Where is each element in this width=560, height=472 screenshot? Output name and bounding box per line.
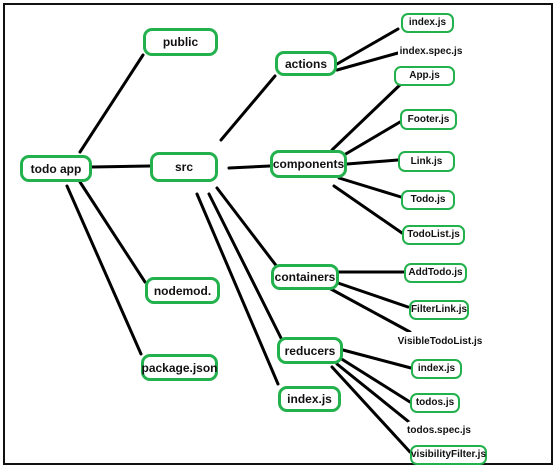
- node-visibilityfilter-js: visibilityFilter.js: [410, 445, 487, 465]
- edge-src-reducers: [207, 192, 284, 342]
- edge-components-todolist: [332, 184, 404, 235]
- node-addtodo-js: AddTodo.js: [404, 263, 467, 283]
- edge-components-footer: [342, 120, 402, 157]
- node-link-js: Link.js: [398, 151, 455, 172]
- node-actions-index-spec-js: index.spec.js: [398, 42, 464, 62]
- node-actions-index-js: index.js: [401, 13, 454, 33]
- node-components: components: [270, 150, 347, 178]
- edge-containers-filterlink: [333, 280, 410, 309]
- edge-todo-app-nodemod: [78, 180, 147, 284]
- node-todos-js: todos.js: [410, 393, 460, 413]
- edge-reducers-index: [341, 348, 413, 370]
- edge-actions-index: [335, 27, 400, 66]
- node-actions: actions: [275, 51, 337, 76]
- edge-reducers-visibilityfilter: [330, 365, 412, 454]
- node-todos-spec-js: todos.spec.js: [405, 421, 473, 441]
- edge-src-index: [195, 192, 280, 386]
- edge-reducers-todos: [338, 356, 412, 404]
- edge-actions-index-spec: [335, 51, 400, 72]
- node-footer-js: Footer.js: [400, 109, 457, 130]
- edge-reducers-todos-spec: [335, 362, 416, 428]
- edge-containers-visibletodolist: [327, 286, 412, 334]
- edge-todo-app-package: [65, 184, 143, 356]
- node-nodemod: nodemod.: [145, 277, 220, 304]
- edge-components-app: [330, 80, 405, 152]
- edge-components-todo: [337, 176, 403, 199]
- node-todo-app: todo app: [20, 155, 92, 182]
- edge-todo-app-public: [78, 53, 145, 154]
- edge-src-actions: [219, 74, 277, 142]
- node-public: public: [143, 28, 218, 56]
- node-src-index-js: index.js: [278, 386, 341, 412]
- node-package-json: package.json: [141, 354, 218, 381]
- node-todo-js: Todo.js: [401, 190, 455, 210]
- node-app-js: App.js: [394, 66, 455, 86]
- node-reducers: reducers: [277, 337, 343, 364]
- edge-src-containers: [215, 186, 280, 270]
- node-todolist-js: TodoList.js: [402, 225, 465, 245]
- node-visibletodolist-js: VisibleTodoList.js: [394, 332, 486, 352]
- edge-src-components: [227, 164, 272, 170]
- node-src: src: [150, 152, 218, 182]
- edge-todo-app-src: [90, 164, 152, 169]
- node-reducers-index-js: index.js: [411, 359, 462, 379]
- node-filterlink-js: FilterLink.js: [409, 300, 469, 320]
- edge-components-link: [345, 158, 400, 166]
- node-containers: containers: [271, 264, 339, 290]
